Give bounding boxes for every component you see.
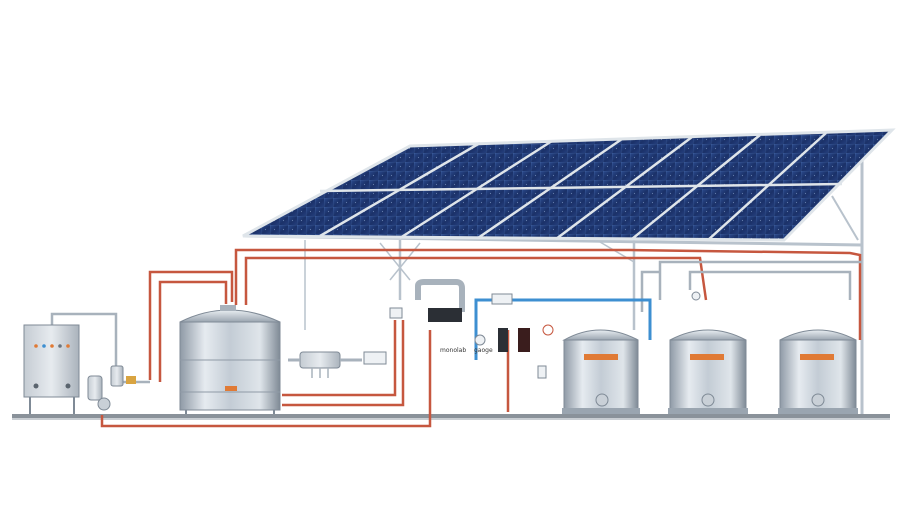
gauge-label: gaoge <box>474 347 493 354</box>
monitor-label: monolab <box>440 347 466 354</box>
floor <box>12 414 890 420</box>
hot-water-piping <box>100 248 862 428</box>
tank-2 <box>668 329 748 414</box>
control-cabinet-icon <box>23 324 80 414</box>
return-piping <box>50 260 862 384</box>
tank-1 <box>562 329 640 414</box>
solar-panel-array <box>242 128 896 242</box>
pump-icon <box>87 365 136 411</box>
storage-tank-icon <box>179 305 281 414</box>
tank-3 <box>778 329 858 414</box>
valve-icon <box>389 279 547 379</box>
filter-icon <box>288 351 387 378</box>
pressure-gauge-icon <box>474 291 701 346</box>
